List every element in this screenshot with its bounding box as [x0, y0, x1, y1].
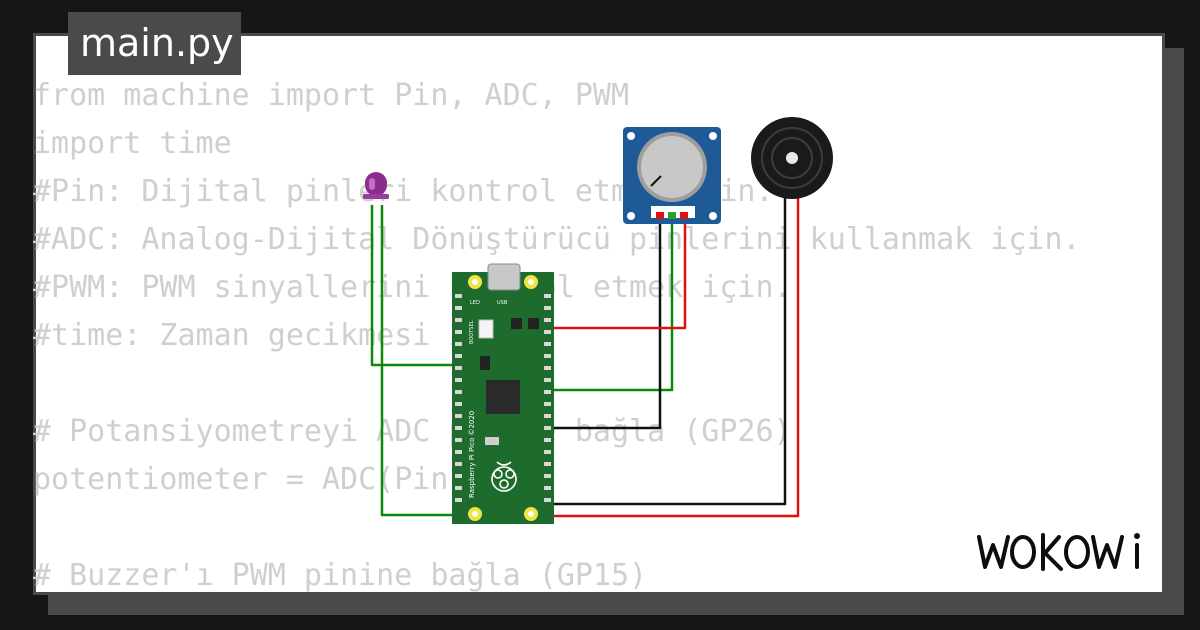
wire-pot-gnd: [545, 218, 662, 430]
code-line: import time: [33, 126, 232, 161]
wires: [370, 195, 800, 518]
code-line: #ADC: Analog-Dijital Dönüştürücü pinleri…: [33, 222, 1081, 257]
pico-brand-label: Raspberry Pi Pico ©2020: [468, 411, 476, 498]
chip-icon: [486, 380, 520, 414]
potentiometer-pin-labels: GND SIG VCC: [654, 206, 688, 212]
code-line: # Buzzer'ı PWM pinine bağla (GP15): [33, 558, 648, 593]
file-tab: main.py: [68, 12, 241, 75]
pico-bootsel-label: BOOTSEL: [469, 320, 475, 344]
wire-buzzer-neg: [545, 195, 787, 506]
wire-led-cathode: [380, 205, 463, 517]
code-preview: from machine import Pin, ADC, PWM import …: [33, 72, 1081, 600]
wire-led-anode: [370, 205, 463, 367]
pico-board[interactable]: LED USB BOOTSEL Raspberry Pi Pico ©2020: [452, 263, 554, 524]
wire-pot-sig: [545, 218, 674, 392]
wire-pot-vcc: [545, 218, 687, 330]
wokwi-logo: [977, 533, 1140, 571]
potentiometer-knob-icon[interactable]: [641, 136, 703, 198]
pico-right-pins: [544, 294, 551, 502]
pico-mount-holes: [468, 275, 538, 521]
code-line: # Potansiyometreyi ADC pinine bağla (GP2…: [33, 414, 792, 449]
bootsel-button[interactable]: [478, 319, 494, 339]
usb-port-icon: [487, 263, 521, 291]
potentiometer[interactable]: GND SIG VCC: [623, 127, 721, 224]
pico-led-label: LED: [470, 300, 480, 306]
wire-buzzer-pos: [545, 195, 800, 518]
pico-usb-label: USB: [497, 300, 508, 306]
pico-left-pins: [455, 294, 462, 502]
buzzer[interactable]: [751, 117, 833, 199]
code-line: from machine import Pin, ADC, PWM: [33, 78, 630, 113]
led[interactable]: [363, 172, 389, 199]
preview-card: [33, 33, 1165, 595]
raspberry-logo-icon: [491, 461, 517, 492]
